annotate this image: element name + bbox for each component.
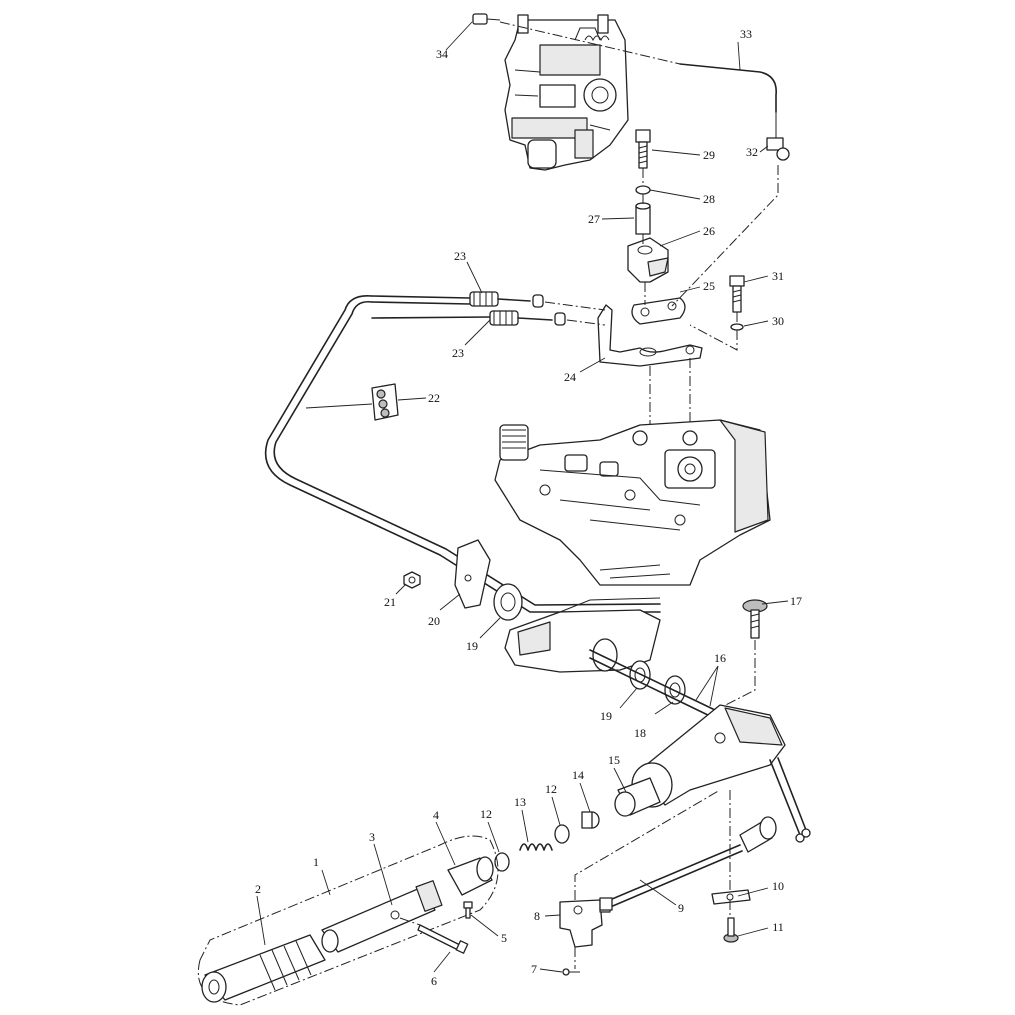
cable-loop xyxy=(264,294,661,613)
callout-19-lower: 19 xyxy=(600,709,612,723)
callout-5: 5 xyxy=(501,931,507,945)
throttle-rod-33 xyxy=(679,63,777,113)
clip-32 xyxy=(766,112,790,161)
callout-24: 24 xyxy=(564,370,576,384)
bushing-14 xyxy=(581,811,600,829)
screw-11 xyxy=(723,917,739,943)
callout-30: 30 xyxy=(772,314,784,328)
plate-20 xyxy=(454,539,491,609)
callout-20: 20 xyxy=(428,614,440,628)
screw-34 xyxy=(472,13,501,25)
callout-12-right: 12 xyxy=(545,782,557,796)
washer-12-left xyxy=(494,852,510,872)
screw-6 xyxy=(417,924,469,954)
callout-6: 6 xyxy=(431,974,437,988)
cable-clip-22 xyxy=(371,383,399,421)
lever-26 xyxy=(627,237,669,283)
callout-1: 1 xyxy=(313,855,319,869)
callout-17: 17 xyxy=(790,594,802,608)
callout-4: 4 xyxy=(433,808,439,822)
callout-9: 9 xyxy=(678,901,684,915)
grip-assembly-outline-1 xyxy=(197,835,499,1006)
plate-10 xyxy=(711,889,751,905)
callout-27: 27 xyxy=(588,212,600,226)
callout-25: 25 xyxy=(703,279,715,293)
control-rod-9 xyxy=(599,816,777,911)
plate-25 xyxy=(631,297,686,325)
pin-7 xyxy=(562,968,580,976)
callout-34: 34 xyxy=(436,47,448,61)
cables-16 xyxy=(589,649,716,718)
callout-14: 14 xyxy=(572,768,584,782)
callout-8: 8 xyxy=(534,909,540,923)
tiller-base xyxy=(504,597,661,673)
callout-7: 7 xyxy=(531,962,537,976)
callout-13: 13 xyxy=(514,795,526,809)
callout-19-upper: 19 xyxy=(466,639,478,653)
bolt-29 xyxy=(635,129,651,169)
tiller-arm xyxy=(631,704,811,843)
callout-11: 11 xyxy=(772,920,784,934)
callout-23-lower: 23 xyxy=(452,346,464,360)
throttle-grip-2 xyxy=(201,934,326,1003)
knob-17 xyxy=(742,599,768,639)
engine-block xyxy=(494,419,771,586)
callout-2: 2 xyxy=(255,882,261,896)
callout-32: 32 xyxy=(746,145,758,159)
callout-33: 33 xyxy=(740,27,752,41)
callout-labels: 1 2 3 4 5 6 7 8 9 10 11 12 12 13 14 15 1… xyxy=(255,27,802,988)
callout-26: 26 xyxy=(703,224,715,238)
callout-18: 18 xyxy=(634,726,646,740)
carburetor xyxy=(504,14,629,171)
callout-15: 15 xyxy=(608,753,620,767)
washer-30 xyxy=(730,323,744,331)
washer-28 xyxy=(635,185,651,195)
callout-28: 28 xyxy=(703,192,715,206)
callout-31: 31 xyxy=(772,269,784,283)
screw-5 xyxy=(463,901,473,919)
spring-13 xyxy=(519,843,553,851)
callout-10: 10 xyxy=(772,879,784,893)
callout-3: 3 xyxy=(369,830,375,844)
callout-22: 22 xyxy=(428,391,440,405)
callout-23-upper: 23 xyxy=(454,249,466,263)
callout-21: 21 xyxy=(384,595,396,609)
nut-21 xyxy=(403,571,421,589)
bolt-31 xyxy=(729,275,745,313)
cam-4 xyxy=(447,856,494,896)
throttle-cables-23 xyxy=(371,291,606,326)
grommet-19-lower xyxy=(629,660,651,690)
callout-12-left: 12 xyxy=(480,807,492,821)
callout-16: 16 xyxy=(714,651,726,665)
bracket-24 xyxy=(597,304,703,367)
grip-15 xyxy=(614,777,661,817)
spacer-27 xyxy=(635,202,651,235)
washer-12-right xyxy=(554,824,570,844)
throttle-shaft-3 xyxy=(321,880,443,953)
callout-leaders xyxy=(256,21,789,973)
grommet-19-upper xyxy=(493,583,523,621)
callout-29: 29 xyxy=(703,148,715,162)
